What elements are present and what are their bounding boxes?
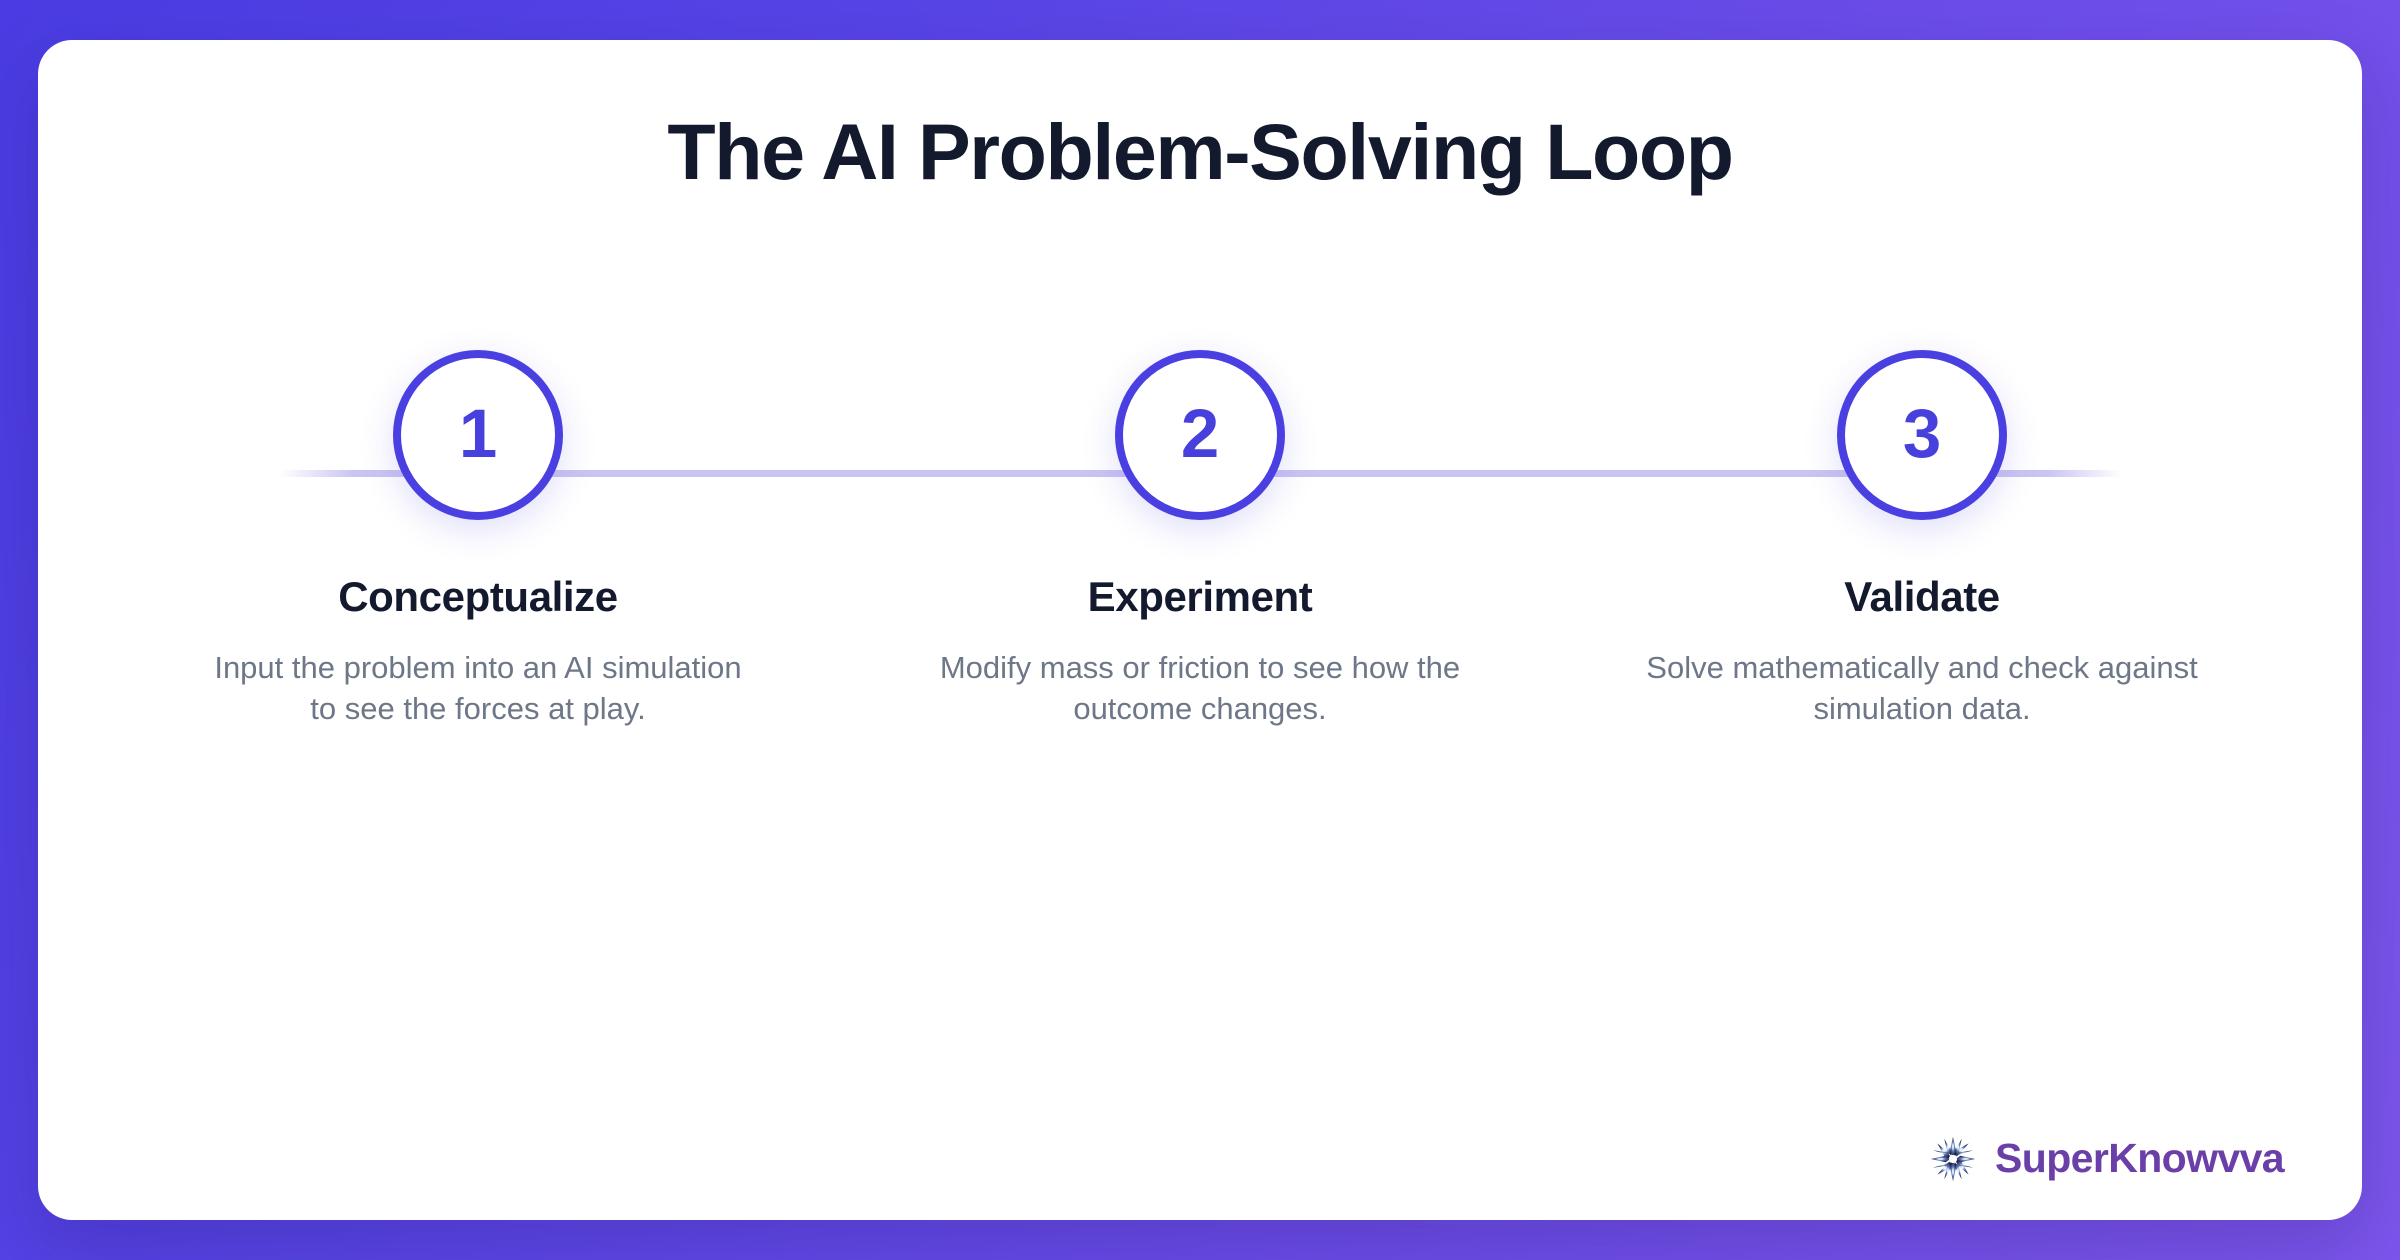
brand-logo: SuperKnowvva <box>1930 1135 2285 1182</box>
step-circle-3[interactable]: 3 <box>1837 350 2007 520</box>
step-item-3[interactable]: 3 Validate Solve mathematically and chec… <box>1642 350 2202 729</box>
stepper-steps: 1 Conceptualize Input the problem into a… <box>38 350 2362 870</box>
step-item-2[interactable]: 2 Experiment Modify mass or friction to … <box>920 350 1480 729</box>
process-stepper: 1 Conceptualize Input the problem into a… <box>38 350 2362 870</box>
page-title: The AI Problem-Solving Loop <box>667 107 1734 196</box>
step-number-1: 1 <box>458 395 498 472</box>
step-title-3: Validate <box>1844 573 2000 620</box>
step-description-3: Solve mathematically and check against s… <box>1646 650 2198 727</box>
step-description-1: Input the problem into an AI simulation … <box>214 650 742 727</box>
starburst-icon <box>1930 1136 1976 1181</box>
step-title-2: Experiment <box>1087 573 1313 620</box>
step-title-1: Conceptualize <box>338 573 618 620</box>
step-circle-1[interactable]: 1 <box>393 350 563 520</box>
step-item-1[interactable]: 1 Conceptualize Input the problem into a… <box>198 350 758 729</box>
step-circle-2[interactable]: 2 <box>1115 350 1285 520</box>
step-number-2: 2 <box>1180 395 1220 472</box>
brand-name: SuperKnowvva <box>1995 1135 2285 1181</box>
step-description-2: Modify mass or friction to see how the o… <box>939 650 1461 727</box>
step-number-3: 3 <box>1902 395 1942 472</box>
infographic-card: The AI Problem-Solving Loop 1 Conceptual… <box>38 40 2362 1220</box>
